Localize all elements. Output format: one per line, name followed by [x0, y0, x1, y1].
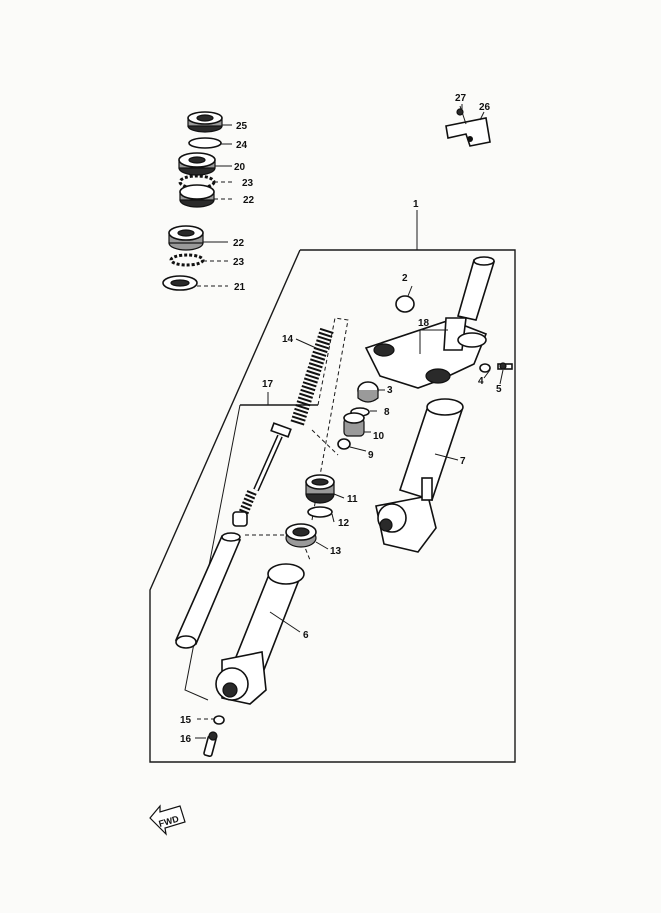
callout-25: 25: [236, 121, 248, 132]
callout-20: 20: [234, 162, 246, 173]
fwd-arrow-icon: FWD: [149, 804, 186, 836]
dust-seal-lower-part: [285, 523, 317, 548]
ball-race-lower-part: [179, 184, 215, 208]
steering-head-parts: [162, 111, 223, 291]
washer-small-part: [479, 363, 491, 373]
callout-16: 16: [180, 734, 192, 745]
callout-9: 9: [368, 450, 374, 461]
callout-5: 5: [496, 384, 502, 395]
callout-10: 10: [373, 431, 385, 442]
cap-part: [357, 381, 379, 403]
piston-part: [343, 412, 365, 437]
copper-washer-part: [213, 715, 225, 725]
callout-labels: 1 2 3 4 5 6 7 8 9 10 11 12 13 14 15 16 1…: [180, 93, 502, 745]
upper-fork-tube-part: [456, 256, 496, 321]
under-bracket-part: [364, 317, 488, 389]
callout-21: 21: [234, 282, 246, 293]
callout-22-upper: 22: [243, 195, 255, 206]
callout-8: 8: [384, 407, 390, 418]
washer-part: [188, 137, 222, 149]
spring-upper-part: [290, 327, 334, 427]
callout-4: 4: [478, 376, 484, 387]
callout-26: 26: [479, 102, 491, 113]
callout-17: 17: [262, 379, 274, 390]
assembly-outline: [149, 210, 516, 763]
bolt-small-part: [497, 362, 513, 370]
callout-27: 27: [455, 93, 467, 104]
callout-1: 1: [413, 199, 419, 210]
callout-11: 11: [347, 494, 358, 505]
damper-rod-part: [232, 422, 292, 527]
callout-23-lower: 23: [233, 257, 245, 268]
outer-tube-right-part: [375, 398, 464, 553]
bracket-part: [445, 105, 491, 147]
callout-6: 6: [303, 630, 309, 641]
callout-24: 24: [236, 140, 248, 151]
small-parts: [337, 295, 513, 450]
bottom-cone-race-part: [168, 225, 204, 251]
ball-part: [337, 438, 351, 450]
callout-12: 12: [338, 518, 350, 529]
rod-spring-part: [238, 490, 257, 516]
callout-23-upper: 23: [242, 178, 254, 189]
callout-14: 14: [282, 334, 294, 345]
inner-tube-part: [174, 532, 242, 649]
callout-3: 3: [387, 385, 393, 396]
callout-7: 7: [460, 456, 466, 467]
outer-tube-left-part: [215, 563, 305, 705]
callout-18: 18: [418, 318, 430, 329]
ball-race-upper-part: [178, 152, 216, 176]
ring-nut-part: [187, 111, 223, 133]
leader-lines: [195, 104, 504, 739]
dust-seal-part: [162, 275, 198, 291]
callout-2: 2: [402, 273, 408, 284]
drain-bolt-part: [203, 731, 218, 758]
callout-15: 15: [180, 715, 192, 726]
callout-13: 13: [330, 546, 342, 557]
ball-bearing-lower-part: [169, 253, 205, 267]
clip-part: [307, 506, 333, 518]
oil-seal-part: [305, 474, 335, 504]
callout-22-lower: 22: [233, 238, 245, 249]
